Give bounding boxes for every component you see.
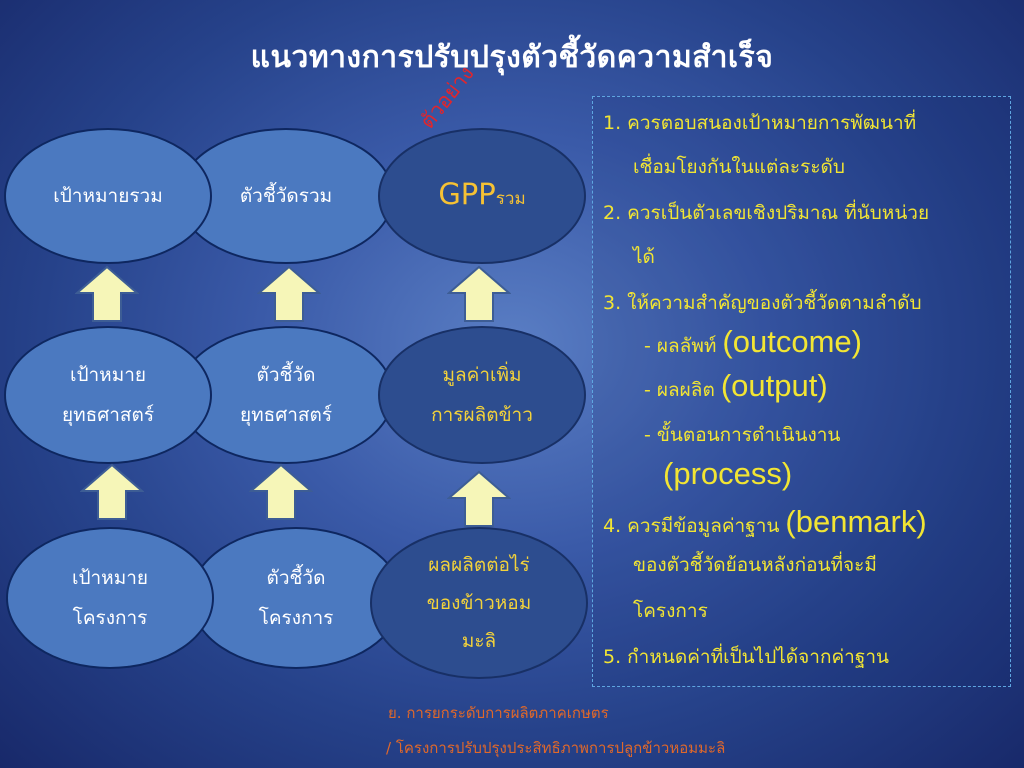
criterion-2-line1: 2. ควรเป็นตัวเลขเชิงปริมาณ ที่นับหน่วย [603,202,930,224]
criterion-3-line1: 3. ให้ความสำคัญของตัวชี้วัดตามลำดับ [603,292,922,314]
gpp-sub: รวม [495,188,526,209]
gpp-label: GPPรวม [438,178,525,215]
strategy-goal-line1: เป้าหมาย [69,364,147,386]
project-indicator-line1: ตัวชี้วัด [266,567,326,589]
project-goal-ellipse: เป้าหมาย โครงการ [6,527,214,669]
project-goal-line1: เป้าหมาย [71,567,149,589]
yield-line2: ของข้าวหอม [426,592,532,614]
footnote-line1: ย. การยกระดับการผลิตภาคเกษตร [388,704,609,722]
criterion-2-line2: ได้ [633,246,655,268]
up-arrow-icon [257,265,321,322]
up-arrow-icon [249,463,313,520]
outcome-en: (outcome) [722,324,862,359]
output-th: - ผลผลิต [644,379,721,401]
project-indicator-ellipse: ตัวชี้วัด โครงการ [190,527,402,669]
criterion-5: 5. กำหนดค่าที่เป็นไปได้จากค่าฐาน [603,646,889,668]
strategy-goal-ellipse: เป้าหมาย ยุทธศาสตร์ [4,326,212,464]
overall-goal-label: เป้าหมายรวม [53,185,163,207]
value-added-line1: มูลค่าเพิ่ม [442,364,522,386]
gpp-main: GPP [438,176,496,211]
criterion-3-process-th: - ขั้นตอนการดำเนินงาน [644,424,841,446]
overall-indicator-ellipse: ตัวชี้วัดรวม [178,128,394,264]
overall-goal-ellipse: เป้าหมายรวม [4,128,212,264]
criterion-3-output: - ผลผลิต (output) [644,368,828,405]
criterion-4-line3: โครงการ [633,600,708,622]
yield-line1: ผลผลิตต่อไร่ [428,554,530,576]
strategy-indicator-line1: ตัวชี้วัด [256,364,316,386]
criteria-panel [592,96,1011,687]
up-arrow-icon [447,265,511,322]
output-en: (output) [720,368,828,403]
criterion-3-process-en: (process) [663,456,793,491]
strategy-goal-line2: ยุทธศาสตร์ [61,404,155,426]
outcome-th: - ผลลัพท์ [644,335,723,357]
up-arrow-icon [75,265,139,322]
criterion-1-line1: 1. ควรตอบสนองเป้าหมายการพัฒนาที่ [603,112,917,134]
up-arrow-icon [447,470,511,527]
criterion-4-line2: ของตัวชี้วัดย้อนหลังก่อนที่จะมี [633,554,877,576]
criterion-1-line2: เชื่อมโยงกันในแต่ละระดับ [633,156,845,178]
yield-line3: มะลิ [461,630,497,652]
value-added-line2: การผลิตข้าว [431,404,533,426]
footnote-line2: / โครงการปรับปรุงประสิทธิภาพการปลูกข้าวห… [386,739,726,757]
value-added-ellipse: มูลค่าเพิ่ม การผลิตข้าว [378,326,586,464]
criterion-3-outcome: - ผลลัพท์ (outcome) [644,324,862,361]
up-arrow-icon [80,463,144,520]
strategy-indicator-line2: ยุทธศาสตร์ [239,404,333,426]
criterion-4-line1: 4. ควรมีข้อมูลค่าฐาน (benmark) [603,504,927,541]
overall-indicator-label: ตัวชี้วัดรวม [239,185,333,207]
project-indicator-line2: โครงการ [258,607,334,629]
gpp-ellipse: GPPรวม [378,128,586,264]
project-goal-line2: โครงการ [72,607,148,629]
page-title: แนวทางการปรับปรุงตัวชี้วัดความสำเร็จ [250,40,774,75]
benchmark-en: (benmark) [785,504,927,539]
benchmark-th: 4. ควรมีข้อมูลค่าฐาน [603,515,786,537]
yield-ellipse: ผลผลิตต่อไร่ ของข้าวหอม มะลิ [370,527,588,679]
